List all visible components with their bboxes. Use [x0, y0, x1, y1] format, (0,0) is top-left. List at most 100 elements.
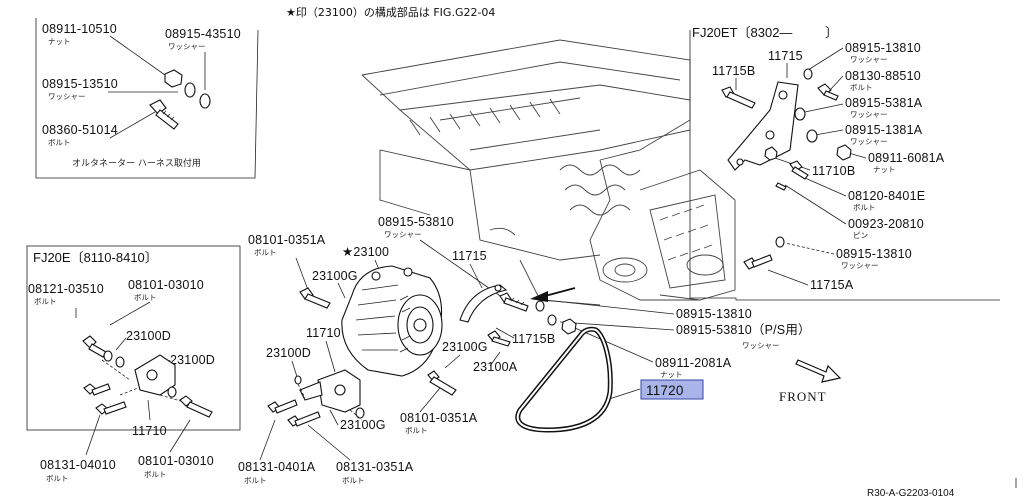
alternator-icon — [341, 265, 443, 377]
part-label[interactable]: 08911-6081A — [868, 151, 945, 165]
part-label[interactable]: 08915-53810 — [378, 215, 454, 229]
part-desc: ワッシャー — [168, 42, 206, 51]
part-desc: ボルト — [850, 83, 873, 92]
part-desc: ボルト — [853, 203, 876, 212]
bolt-icon — [789, 160, 809, 180]
part-desc: ワッシャー — [850, 55, 888, 64]
part-label[interactable]: 08911-10510 — [42, 22, 117, 36]
part-label[interactable]: 08101-0351A — [400, 411, 478, 425]
part-label[interactable]: 08915-43510 — [165, 27, 241, 41]
part-label[interactable]: 08121-03510 — [28, 282, 104, 296]
part-desc: ワッシャー — [841, 261, 879, 270]
part-desc: ナット — [873, 165, 896, 174]
part-label[interactable]: 23100A — [473, 360, 518, 374]
part-desc: ボルト — [254, 248, 277, 257]
fj20et-panel: FJ20ET〔8302— 〕 11715 11715B 08915-13810 … — [689, 25, 1000, 301]
bolt-icon — [267, 399, 298, 414]
bolt-icon — [149, 99, 179, 130]
part-label[interactable]: 23100D — [126, 329, 171, 343]
part-label[interactable]: 23100G — [312, 269, 358, 283]
part-label[interactable]: 08915-13510 — [42, 77, 118, 91]
part-label[interactable]: 23100G — [340, 418, 386, 432]
part-desc: ボルト — [144, 470, 167, 479]
main-assembly: 08101-0351A ボルト ★23100 08915-53810 ワッシャー… — [238, 215, 811, 485]
part-desc: ワッシャー — [850, 137, 888, 146]
washer-icon — [294, 375, 302, 385]
bolt-icon — [287, 411, 321, 427]
part-label[interactable]: 08101-0351A — [248, 233, 326, 247]
washer-icon — [547, 314, 557, 326]
v-belt-icon — [515, 326, 613, 433]
part-desc: ボルト — [244, 476, 267, 485]
part-label[interactable]: 23100G — [442, 340, 488, 354]
part-desc: ワッシャー — [850, 110, 888, 119]
nut-icon — [164, 69, 183, 88]
washer-icon — [103, 350, 113, 362]
part-label[interactable]: 00923-20810 — [848, 217, 924, 231]
part-desc: ワッシャー — [48, 92, 86, 101]
bracket-icon — [727, 81, 799, 171]
bracket-icon — [299, 369, 361, 413]
part-label[interactable]: 08120-8401E — [848, 189, 925, 203]
bolt-icon — [487, 330, 511, 347]
part-label[interactable]: 11715A — [810, 278, 854, 292]
part-label[interactable]: 08915-13810 — [836, 247, 912, 261]
panel-title-end: 〕 — [825, 25, 838, 40]
washer-icon — [535, 300, 545, 312]
diagram-code: R30-A-G2203-0104 — [867, 488, 955, 498]
part-label[interactable]: 11710 — [132, 424, 167, 438]
part-label[interactable]: 08915-53810（P/S用） — [676, 323, 811, 337]
part-desc: ワッシャー — [742, 341, 780, 350]
front-indicator: FRONT — [779, 359, 842, 404]
part-desc: ボルト — [342, 476, 365, 485]
part-label[interactable]: 23100D — [170, 353, 215, 367]
bracket-icon — [134, 354, 176, 396]
bolt-icon — [817, 83, 839, 101]
part-label[interactable]: 08915-5381A — [845, 96, 923, 110]
highlighted-part-label[interactable]: 11720 — [646, 383, 684, 398]
washer-icon — [115, 356, 125, 368]
washer-icon — [355, 407, 365, 419]
part-label[interactable]: 11715 — [768, 49, 803, 63]
harness-mount-panel: 08911-10510 ナット 08915-43510 ワッシャー 08915-… — [35, 18, 259, 179]
panel-title: FJ20ET〔8302— — [692, 25, 792, 40]
part-desc: ボルト — [405, 426, 428, 435]
direction-arrow-icon — [530, 287, 576, 302]
part-label[interactable]: 08131-0351A — [336, 460, 414, 474]
washer-icon — [184, 82, 196, 98]
part-label[interactable]: 08915-13810 — [676, 307, 752, 321]
part-label[interactable]: 08915-1381A — [845, 123, 923, 137]
nut-icon — [836, 144, 852, 161]
bolt-icon — [179, 395, 213, 418]
bolt-icon — [721, 86, 756, 109]
part-desc: ボルト — [46, 474, 69, 483]
part-label[interactable]: 08131-04010 — [40, 458, 116, 472]
bolt-icon — [499, 292, 529, 312]
part-label[interactable]: 08101-03010 — [128, 278, 204, 292]
part-label[interactable]: 23100D — [266, 346, 311, 360]
nut-icon — [561, 318, 577, 335]
panel-title: FJ20E〔8110-8410〕 — [33, 250, 158, 265]
part-label[interactable]: ★23100 — [342, 245, 389, 259]
part-label[interactable]: 11710B — [812, 164, 855, 178]
pin-icon — [775, 182, 787, 191]
part-label[interactable]: 08360-51014 — [42, 123, 118, 137]
washer-icon — [199, 93, 211, 109]
fj20e-panel: FJ20E〔8110-8410〕 08121-03510 ボルト 08101-0… — [26, 245, 241, 483]
part-label[interactable]: 11715B — [512, 332, 555, 346]
washer-icon — [775, 236, 785, 248]
front-arrow-icon — [795, 359, 842, 383]
header-note: ★印（23100）の構成部品は FIG.G22-04 — [286, 5, 495, 19]
part-label[interactable]: 08911-2081A — [655, 356, 732, 370]
part-label[interactable]: 11715B — [712, 64, 755, 78]
part-label[interactable]: 08131-0401A — [238, 460, 316, 474]
part-label[interactable]: 08101-03010 — [138, 454, 214, 468]
highlighted-part[interactable]: 11720 — [640, 379, 704, 400]
part-label[interactable]: 08915-13810 — [845, 41, 921, 55]
part-label[interactable]: 11715 — [452, 249, 487, 263]
nut-icon — [764, 146, 778, 161]
highlight-box — [640, 379, 704, 400]
part-label[interactable]: 11710 — [306, 326, 341, 340]
part-label[interactable]: 08130-88510 — [845, 69, 921, 83]
